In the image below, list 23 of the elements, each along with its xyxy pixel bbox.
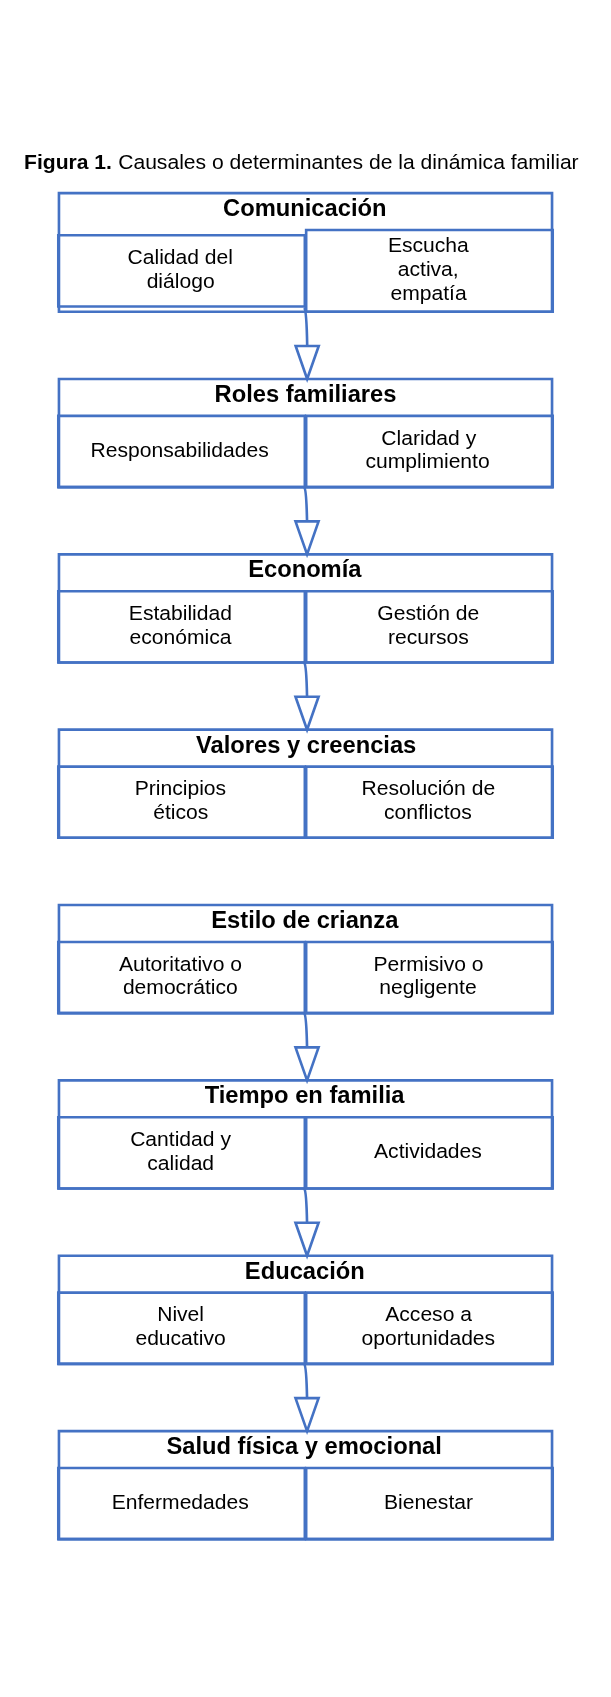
arrow xyxy=(293,1012,321,1084)
node-box: Escucha activa, empatía xyxy=(304,228,555,313)
node-box: Autoritativo o democrático xyxy=(57,940,307,1014)
node-box: Calidad del diálogo xyxy=(57,233,307,308)
arrow xyxy=(293,1362,321,1435)
node-box: Resolución de conflictos xyxy=(304,764,555,839)
node-box: Bienestar xyxy=(304,1466,555,1540)
node-box: Nivel educativo xyxy=(57,1290,307,1365)
node-box: Responsabilidades xyxy=(57,414,307,488)
node-box: Cantidad y calidad xyxy=(57,1115,307,1190)
node-box: Permisivo o negligente xyxy=(304,940,555,1014)
node-box: Estabilidad económica xyxy=(57,589,307,664)
diagram-title: Figura 1. Causales o determinantes de la dinámica familiar xyxy=(24,149,579,173)
node-box: Enfermedades xyxy=(57,1466,307,1540)
arrow xyxy=(293,1187,321,1260)
node-box: Actividades xyxy=(304,1115,555,1190)
arrow xyxy=(293,486,321,558)
arrow xyxy=(293,306,321,383)
node-box: Acceso a oportunidades xyxy=(304,1290,555,1365)
arrow xyxy=(293,661,321,734)
node-box: Claridad y cumplimiento xyxy=(304,414,555,488)
node-box: Principios éticos xyxy=(57,764,307,839)
node-box: Gestión de recursos xyxy=(304,589,555,664)
